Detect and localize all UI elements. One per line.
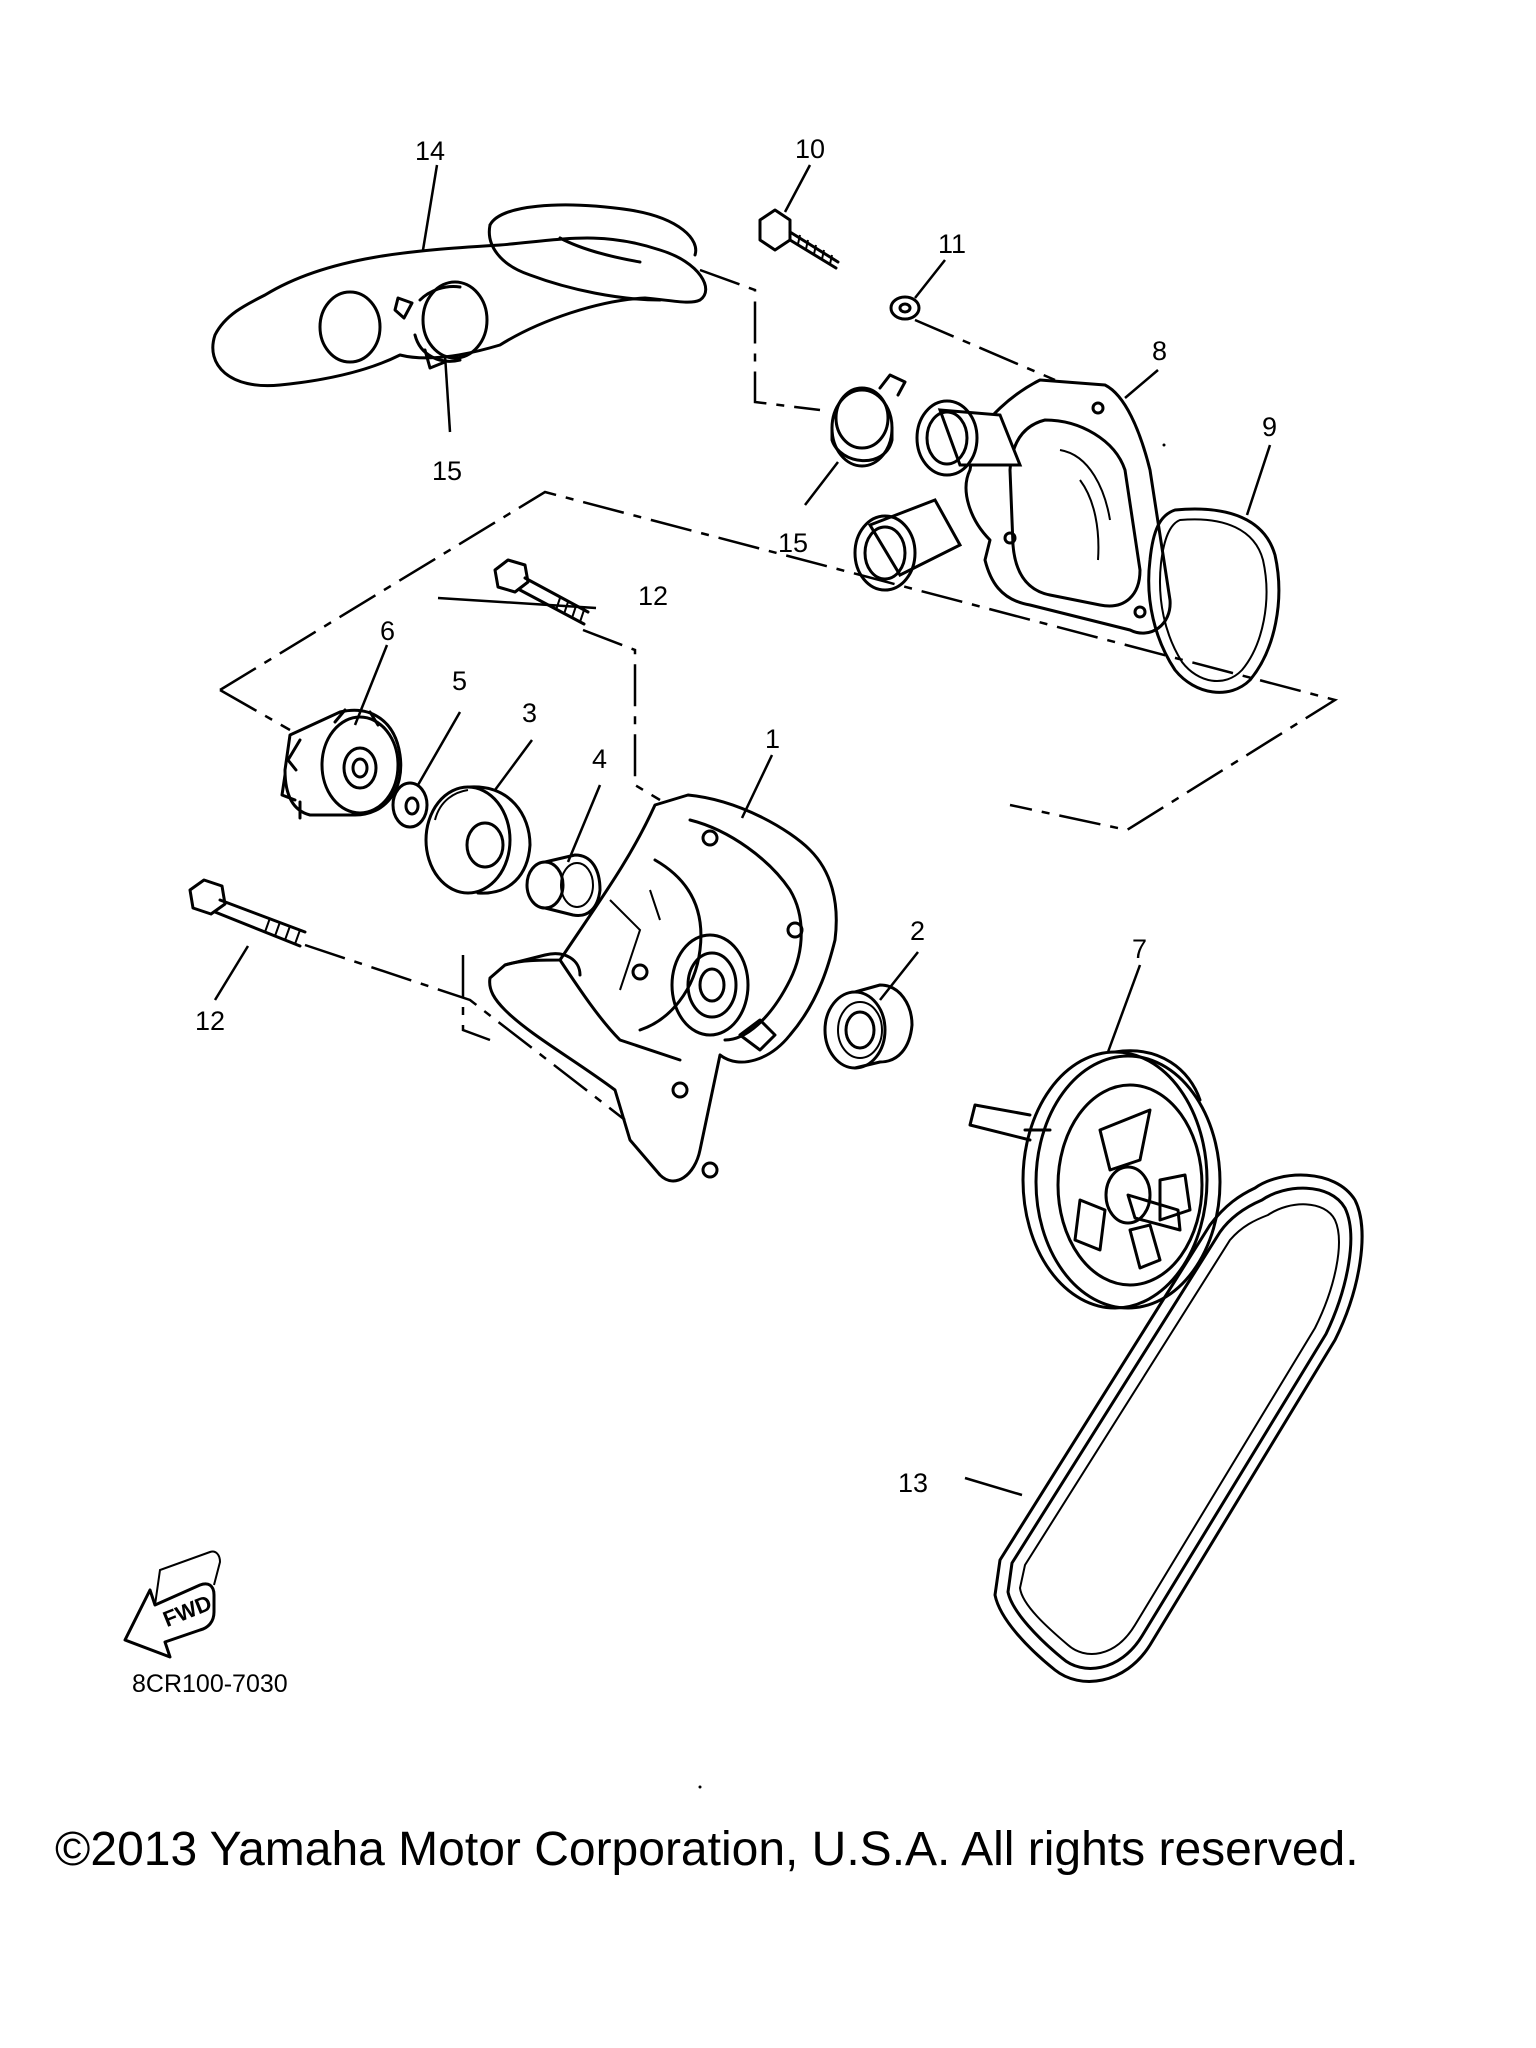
callout-4: 4 <box>592 744 607 774</box>
speck <box>1162 443 1166 447</box>
collar-part-4 <box>525 853 602 918</box>
callout-13: 13 <box>898 1468 928 1498</box>
bolt-part-12-lower <box>188 878 307 948</box>
impeller-part-6 <box>280 708 403 820</box>
leader-lines <box>213 164 1272 1497</box>
seal-part-3 <box>424 785 532 895</box>
callout-7: 7 <box>1132 934 1147 964</box>
callout-8: 8 <box>1152 336 1167 366</box>
belt-part-13 <box>993 1173 1364 1683</box>
callout-1: 1 <box>765 724 780 754</box>
pump-housing-part-1 <box>488 793 838 1183</box>
callout-3: 3 <box>522 698 537 728</box>
pulley-part-7 <box>968 1049 1222 1310</box>
callout-6: 6 <box>380 616 395 646</box>
copyright-notice: ©2013 Yamaha Motor Corporation, U.S.A. A… <box>55 1823 1359 1876</box>
bearing-part-2 <box>823 983 914 1070</box>
washer-part-5 <box>391 781 429 829</box>
callout-11: 11 <box>938 229 966 259</box>
callout-10: 10 <box>795 134 825 164</box>
hose-clamp-part-15 <box>830 373 907 468</box>
assembly-outline <box>219 268 1339 1121</box>
callout-12-upper: 12 <box>638 581 668 611</box>
callout-14: 14 <box>415 136 445 166</box>
o-ring-part-9 <box>1147 507 1281 694</box>
callout-labels: 14 15 10 11 8 9 15 12 6 5 3 4 1 2 7 13 1… <box>195 134 1277 1498</box>
washer-part-11 <box>889 295 921 321</box>
callout-15-left: 15 <box>432 456 462 486</box>
bolt-part-10 <box>758 208 840 270</box>
forward-direction-arrow: FWD <box>123 1550 222 1659</box>
hose-part-14 <box>211 203 708 388</box>
diagram-code: 8CR100-7030 <box>132 1670 288 1698</box>
callout-12-lower: 12 <box>195 1006 225 1036</box>
callout-5: 5 <box>452 666 467 696</box>
callout-9: 9 <box>1262 412 1277 442</box>
speck-2 <box>698 1785 702 1789</box>
callout-15-right: 15 <box>778 528 808 558</box>
pump-cover-part-8 <box>853 378 1172 635</box>
bolt-part-12-upper <box>493 558 590 626</box>
callout-2: 2 <box>910 916 925 946</box>
